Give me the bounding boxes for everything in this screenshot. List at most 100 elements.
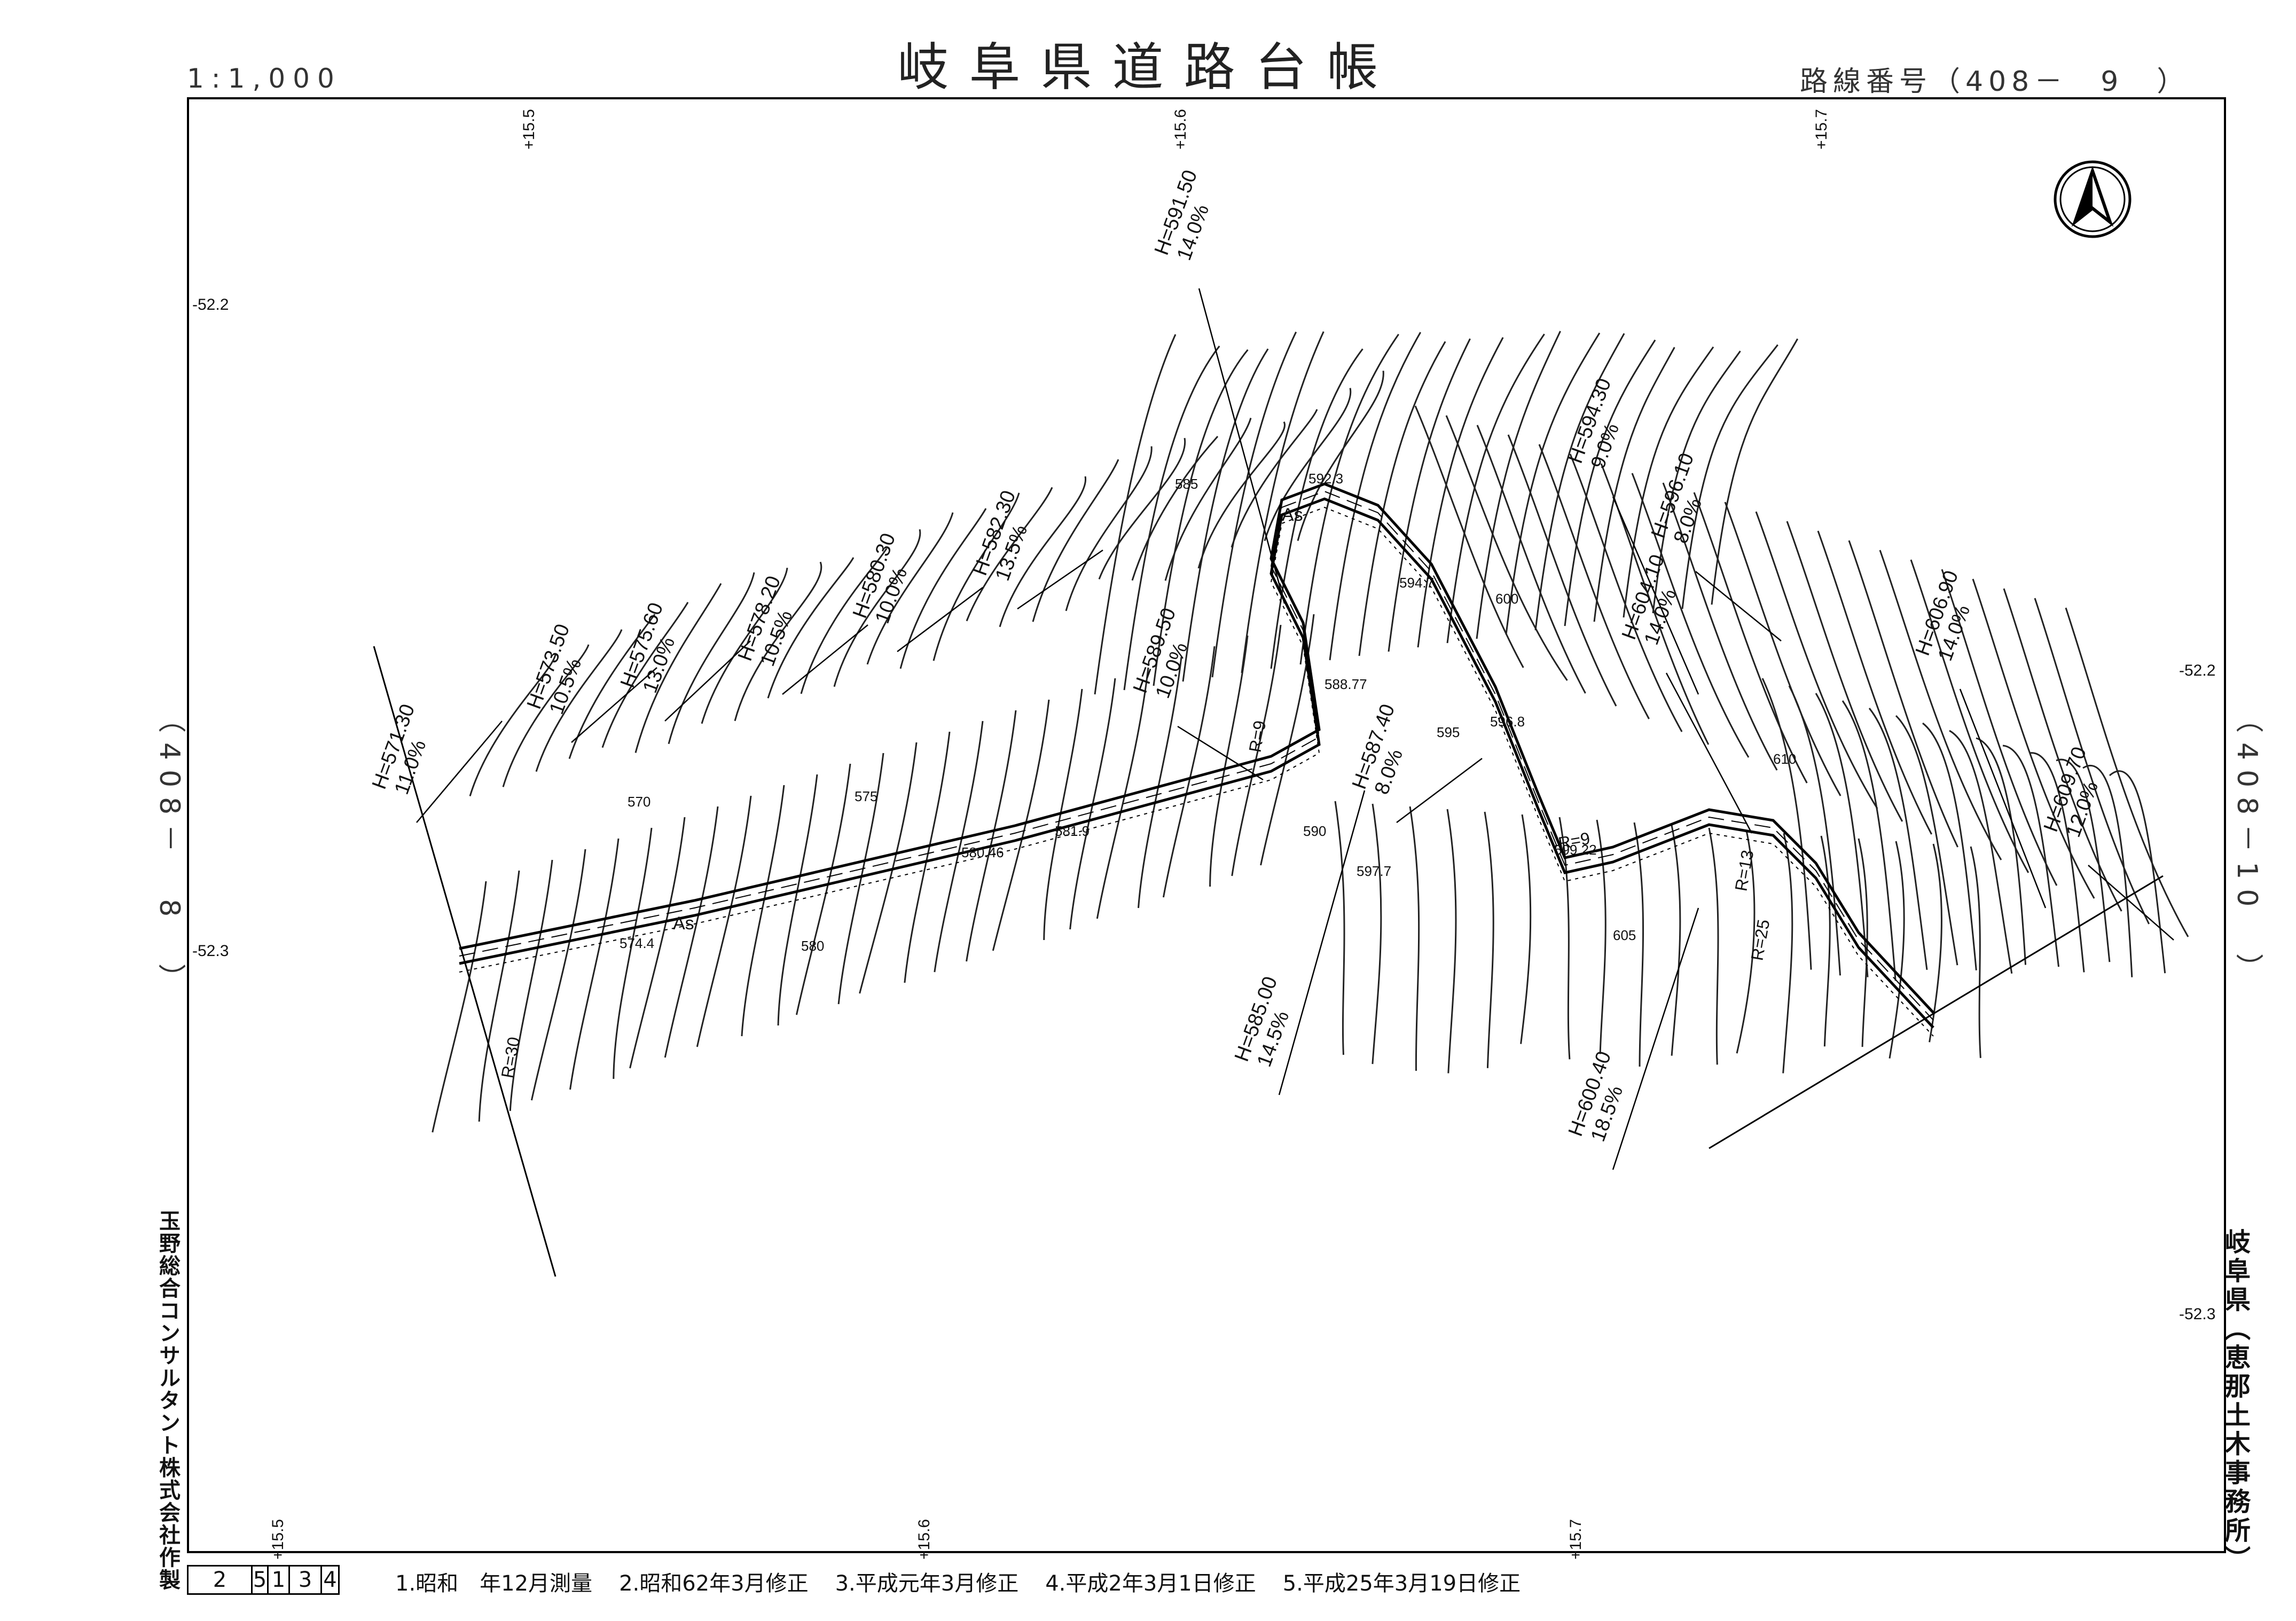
contour-line	[1270, 348, 1364, 669]
north-arrow-icon	[2054, 160, 2132, 238]
spot-height: 580.46	[961, 844, 1004, 860]
spot-height: 594.7	[1399, 575, 1434, 591]
survey-company: 玉野総合コンサルタント株式会社作製	[155, 1210, 180, 1591]
elevation-leader	[897, 587, 983, 652]
contour-label: 590	[1303, 823, 1326, 839]
elevation-leader	[1612, 907, 1699, 1170]
contour-line	[1445, 415, 1568, 681]
contour-line	[1388, 338, 1471, 652]
contour-line	[741, 785, 785, 1037]
elevation-leader	[1396, 758, 1483, 823]
sheet-digit: 4	[323, 1568, 337, 1592]
contour-line	[1094, 334, 1177, 695]
contour-line	[1131, 436, 1219, 581]
contour-line	[1476, 425, 1586, 694]
contour-line	[1910, 559, 2029, 873]
contour-line	[1972, 578, 2095, 899]
sheet-digit: 5	[253, 1567, 269, 1593]
contour-line	[1069, 678, 1116, 930]
sheet-number: 2 5 1 3 4	[187, 1565, 340, 1595]
contour-line	[1941, 569, 2058, 886]
contour-line	[432, 881, 487, 1133]
grid-label-right: -52.3	[2179, 1305, 2215, 1323]
contour-line	[795, 763, 851, 1015]
contour-line	[2065, 607, 2189, 937]
contour-line	[1736, 830, 1756, 1054]
contour-line	[1949, 730, 2013, 974]
spot-height: 581.9	[1055, 823, 1090, 839]
contour-line	[1446, 809, 1457, 1074]
contour-line	[1662, 482, 1778, 771]
contour-line	[1817, 530, 1932, 835]
contour-line	[2002, 745, 2060, 967]
road-shoulder	[459, 506, 1934, 1037]
contour-label: 605	[1613, 927, 1636, 943]
contour-line	[1761, 678, 1812, 970]
boundary-line	[373, 646, 557, 1277]
contour-line	[1782, 833, 1793, 1074]
spot-height: 596.8	[1490, 714, 1525, 730]
contour-line	[1879, 550, 2002, 860]
contour-line	[833, 529, 921, 687]
contour-line	[932, 492, 1020, 661]
contour-line	[1922, 722, 1977, 970]
contour-line	[767, 557, 855, 699]
curve-radius: R=25	[1747, 918, 1773, 962]
contour-line	[1633, 822, 1644, 1067]
contour-line	[1231, 624, 1282, 876]
contour-line	[1815, 693, 1869, 977]
elevation-leader	[1198, 288, 1286, 604]
grid-label-bottom: +15.5	[269, 1519, 287, 1560]
elevation-leader	[664, 640, 751, 722]
contour-line	[634, 583, 722, 753]
road-centerline	[459, 490, 1934, 1021]
contour-line	[601, 601, 689, 748]
contour-line	[1264, 388, 1352, 542]
contour-line	[1358, 341, 1446, 656]
contour-line	[1334, 801, 1345, 1055]
contour-line	[734, 561, 822, 722]
grid-label-bottom: +15.7	[1567, 1519, 1585, 1560]
contour-line	[2029, 752, 2085, 973]
contour-line	[701, 567, 788, 724]
contour-line	[668, 572, 755, 745]
contour-line	[696, 795, 752, 1047]
contour-label: 595	[1437, 724, 1460, 740]
contour-line	[859, 742, 918, 994]
grid-label-right: -52.2	[2179, 662, 2215, 679]
spot-height: 599.22	[1554, 842, 1597, 858]
revision-entry: 4.平成2年3月1日修正	[1045, 1571, 1256, 1596]
contour-label: 580	[801, 938, 824, 954]
contour-line	[1652, 350, 1741, 614]
contour-line	[1596, 819, 1607, 1054]
contour-line	[1848, 540, 1958, 848]
contour-line	[1241, 331, 1325, 674]
revision-history: 1.昭和 年12月測量 2.昭和62年3月修正 3.平成元年3月修正 4.平成2…	[395, 1566, 1521, 1597]
map-scale: 1:1,000	[187, 63, 342, 94]
contour-line	[1671, 825, 1681, 1056]
contour-line	[1329, 332, 1422, 661]
contour-line	[777, 774, 818, 1026]
contour-line	[1137, 656, 1182, 909]
contour-line	[1593, 347, 1675, 622]
contour-line	[1096, 667, 1149, 919]
spot-height: 574.4	[620, 935, 654, 951]
revision-entry: 3.平成元年3月修正	[835, 1571, 1019, 1596]
curve-radius: R=9	[1245, 719, 1270, 754]
spot-height: 592.3	[1308, 471, 1343, 487]
contour-line	[1164, 418, 1252, 581]
sheet-digit: 2	[189, 1567, 253, 1593]
elevation-leader	[782, 624, 868, 695]
contour-line	[613, 827, 653, 1079]
contour-line	[1711, 338, 1799, 605]
contour-line	[899, 508, 987, 669]
contour-label: 600	[1495, 591, 1518, 607]
revision-entry: 2.昭和62年3月修正	[619, 1571, 809, 1596]
contour-line	[1534, 333, 1625, 631]
elevation-leader	[1177, 725, 1264, 781]
contour-line	[629, 817, 686, 1069]
contour-line	[1098, 437, 1186, 580]
elevation-leader	[1695, 571, 1782, 641]
contour-label: 585	[1175, 476, 1198, 492]
